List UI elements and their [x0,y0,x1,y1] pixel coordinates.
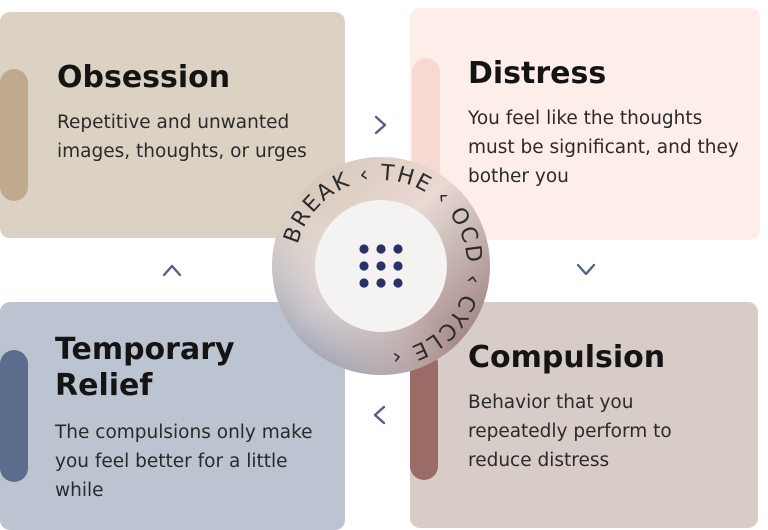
card-description: The compulsions only make you feel bette… [55,422,313,501]
card-temporary-relief: Temporary Relief The compulsions only ma… [0,302,345,530]
dot [359,244,369,254]
chevron-left-icon [366,402,392,428]
dot [376,244,386,254]
card-title: Compulsion [468,340,666,375]
card-description: Behavior that you repeatedly perform to … [468,392,672,471]
dot [359,278,369,288]
chevron-down-icon [573,256,599,282]
accent-bar [410,350,438,480]
chevron-up-icon [159,257,185,283]
dot [393,244,403,254]
dot [393,278,403,288]
card-description: You feel like the thoughts must be signi… [468,108,739,187]
accent-bar [0,69,28,201]
dot [359,261,369,271]
card-obsession: Obsession Repetitive and unwanted images… [0,12,345,238]
dot [376,278,386,288]
dot-grid-icon [359,244,403,288]
chevron-right-icon [368,112,394,138]
card-title: Obsession [57,60,231,95]
card-description: Repetitive and unwanted images, thoughts… [57,112,307,162]
accent-bar [0,350,28,482]
card-title: Distress [468,56,607,91]
dot [376,261,386,271]
dot [393,261,403,271]
break-the-cycle-ring: BREAK ‹ THE ‹ OCD ‹ CYCLE ‹ [272,157,490,375]
card-title: Temporary Relief [55,332,235,403]
card-compulsion: Compulsion Behavior that you repeatedly … [410,302,758,528]
